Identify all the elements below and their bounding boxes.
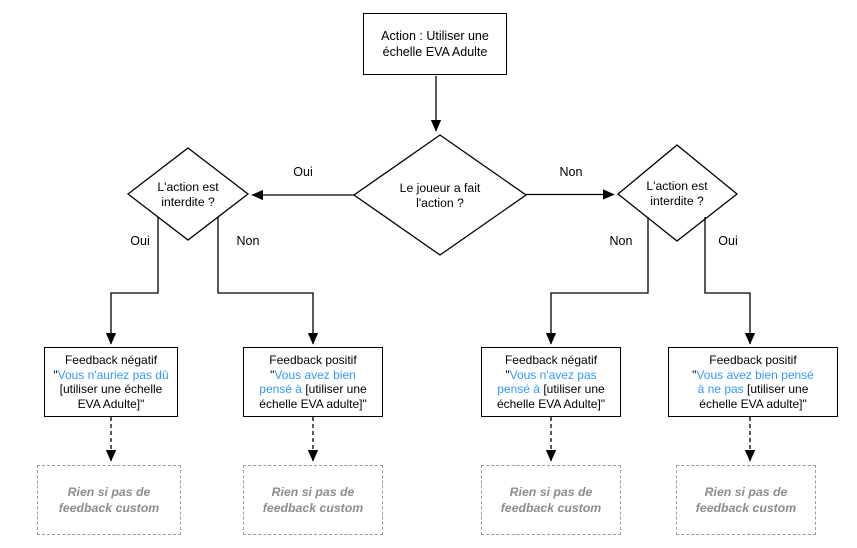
decision-left-label: L'action est interdite ? [157, 180, 219, 209]
decision-right-label: L'action est interdite ? [646, 179, 708, 208]
feedback-text-line: échelle EVA Adulte]" [497, 397, 605, 412]
action-node: Action : Utiliser une échelle EVA Adulte [363, 13, 507, 75]
feedback-text-line: "Vous avez bien [270, 368, 356, 383]
feedback-text-line: EVA Adulte]" [78, 397, 145, 412]
custom-feedback-box-2: Rien si pas de feedback custom [243, 465, 383, 535]
feedback-text: échelle EVA adulte]" [259, 396, 367, 411]
feedback-text-line: pensé à [utiliser une [259, 382, 366, 397]
feedback-text: Feedback négatif [504, 353, 598, 367]
feedback-text: Feedback négatif [64, 353, 158, 367]
feedback-text-line: Feedback positif [269, 353, 356, 368]
feedback-text-line: "Vous n'avez pas [505, 368, 596, 383]
feedback-text-line: Feedback négatif [65, 353, 157, 368]
feedback-highlight-text: à ne pas [697, 382, 747, 396]
feedback-text: échelle EVA adulte]" [699, 396, 807, 411]
feedback-text: " [270, 367, 275, 382]
edge-label-left-oui: Oui [127, 234, 153, 248]
feedback-text-line: échelle EVA adulte]" [699, 397, 806, 412]
edge-label-left-non: Non [233, 234, 263, 248]
connector-right-non-to-feedback [545, 217, 649, 345]
feedback-text: Feedback positif [269, 353, 357, 367]
feedback-text-line: à ne pas [utiliser une [698, 382, 809, 397]
action-node-line: échelle EVA Adulte [382, 45, 488, 59]
feedback-box-negatif-1: Feedback négatif"Vous n'auriez pas dû[ut… [44, 347, 178, 417]
feedback-text: [utiliser une [747, 382, 809, 396]
feedback-text-line: Feedback positif [709, 353, 796, 368]
feedback-text-line: Feedback négatif [505, 353, 597, 368]
edge-label-root-to-left-oui: Oui [290, 165, 316, 179]
feedback-highlight-text: Vous avez bien pensé [696, 367, 814, 382]
feedback-highlight-text: Vous n'auriez pas dû [57, 367, 169, 382]
feedback-text: [utiliser une échelle [59, 382, 163, 396]
feedback-text: Feedback positif [709, 353, 797, 367]
feedback-text: [utiliser une [543, 382, 605, 396]
edge-label-right-non: Non [606, 234, 636, 248]
feedback-text-line: "Vous n'auriez pas dû [53, 368, 168, 383]
custom-feedback-box-4: Rien si pas de feedback custom [676, 465, 816, 535]
feedback-highlight-text: pensé à [259, 382, 306, 396]
action-node-line: Action : Utiliser une [381, 29, 489, 43]
feedback-highlight-text: Vous n'avez pas [509, 367, 597, 382]
feedback-text-line: [utiliser une échelle [60, 382, 163, 397]
feedback-text: EVA Adulte]" [77, 396, 145, 411]
feedback-text: " [505, 367, 510, 382]
feedback-text: [utiliser une [305, 382, 367, 396]
feedback-text: " [692, 367, 697, 382]
custom-feedback-box-3: Rien si pas de feedback custom [481, 465, 621, 535]
custom-feedback-box-1: Rien si pas de feedback custom [37, 465, 181, 535]
edge-label-right-oui: Oui [715, 234, 741, 248]
feedback-text: " [53, 367, 58, 382]
connector-right-oui-to-feedback [704, 217, 756, 345]
decision-root-label: Le joueur a fait l'action ? [399, 181, 481, 210]
feedback-text-line: "Vous avez bien pensé [692, 368, 814, 383]
feedback-text-line: pensé à [utiliser une [497, 382, 604, 397]
edge-label-root-to-right-non: Non [556, 165, 586, 179]
feedback-highlight-text: pensé à [497, 382, 544, 396]
connector-left-non-to-feedback [217, 217, 319, 345]
feedback-highlight-text: Vous avez bien [274, 367, 356, 382]
decision-diamond-root [352, 134, 528, 256]
connector-left-oui-to-feedback [105, 217, 159, 345]
feedback-text: échelle EVA Adulte]" [496, 396, 606, 411]
feedback-text-line: échelle EVA adulte]" [259, 397, 366, 412]
